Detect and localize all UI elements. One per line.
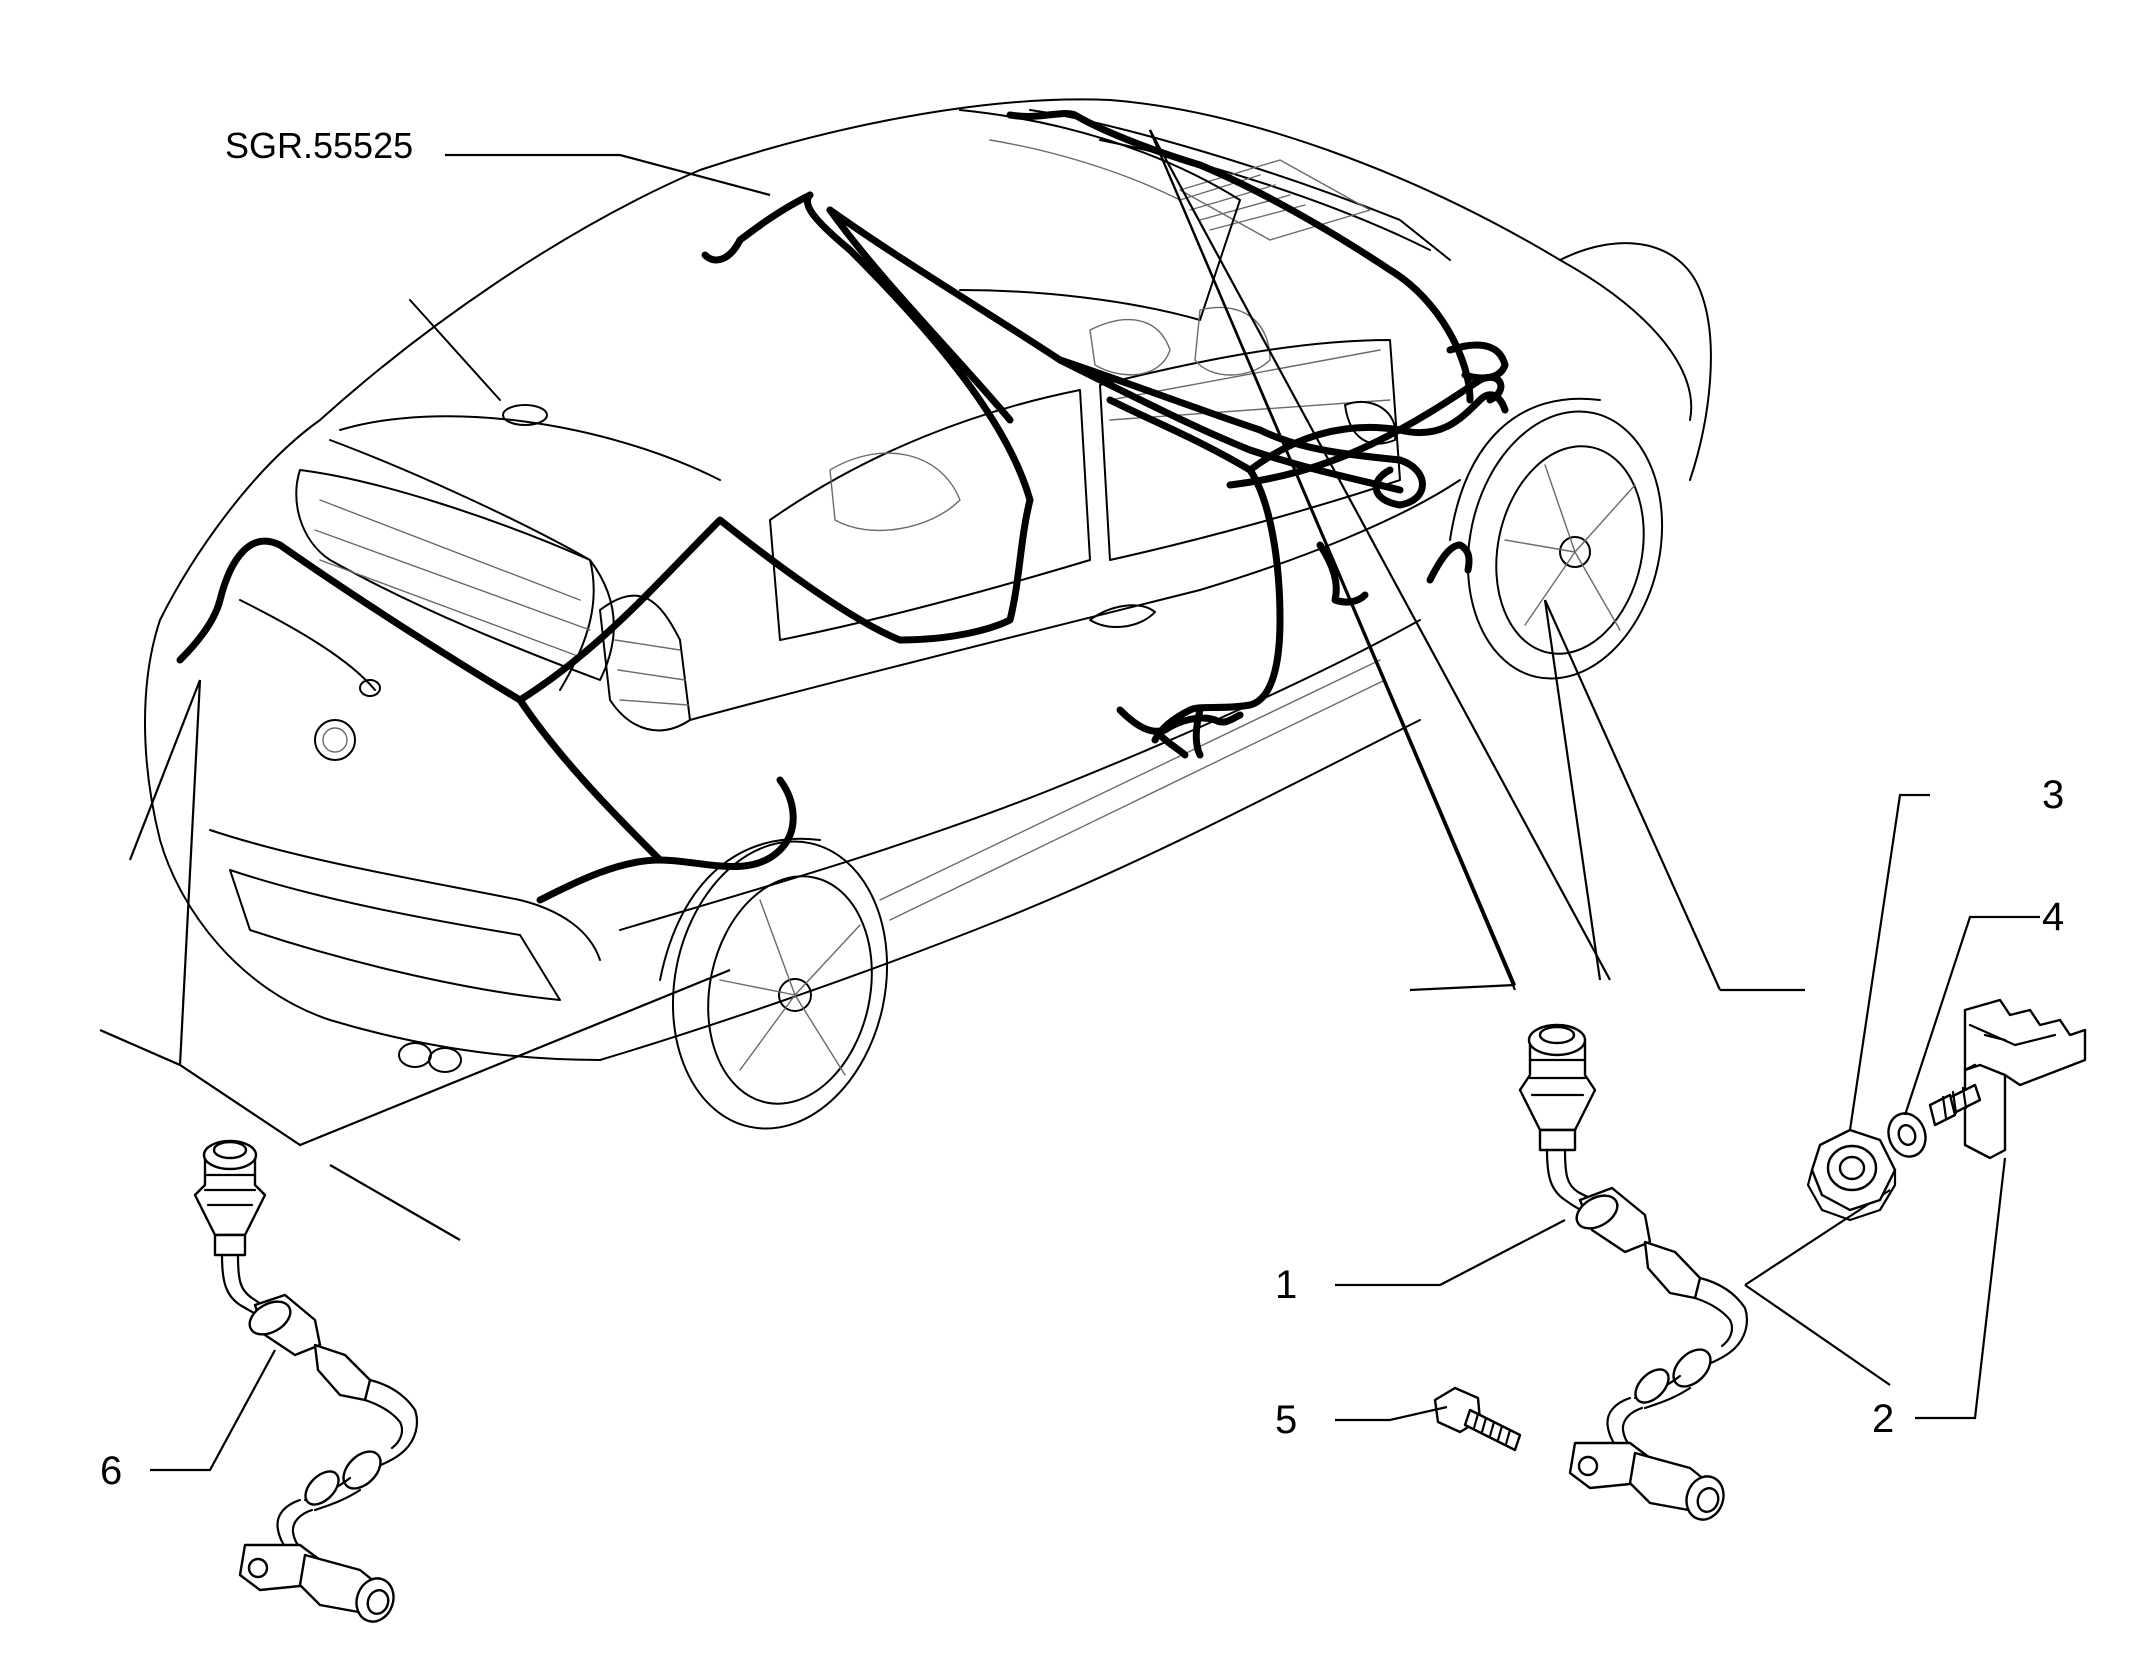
callout-4: 4	[2042, 895, 2064, 939]
callout-3: 3	[2042, 773, 2064, 817]
callout-5: 5	[1275, 1398, 1297, 1442]
car-body-outline	[144, 98, 1712, 1073]
part-leader-lines	[150, 793, 2040, 1472]
reference-code-label: SGR.55525	[225, 125, 413, 166]
labels: SGR.55525 1 2 3 4 5 6	[100, 125, 2064, 1493]
rear-wheel	[659, 837, 889, 1130]
front-wheel	[1449, 397, 1664, 680]
leader-lines	[99, 129, 1891, 1386]
washer	[1887, 1112, 1927, 1158]
bracket	[1928, 998, 2087, 1160]
cable-assembly-rear	[193, 1139, 419, 1623]
wiring-harness	[176, 110, 1509, 904]
cable-assembly-front	[1518, 1023, 1749, 1521]
callout-1: 1	[1275, 1263, 1297, 1307]
callout-2: 2	[1872, 1397, 1894, 1441]
nut	[1806, 1128, 1897, 1222]
callout-6: 6	[100, 1449, 122, 1493]
bolt	[1433, 1386, 1522, 1452]
